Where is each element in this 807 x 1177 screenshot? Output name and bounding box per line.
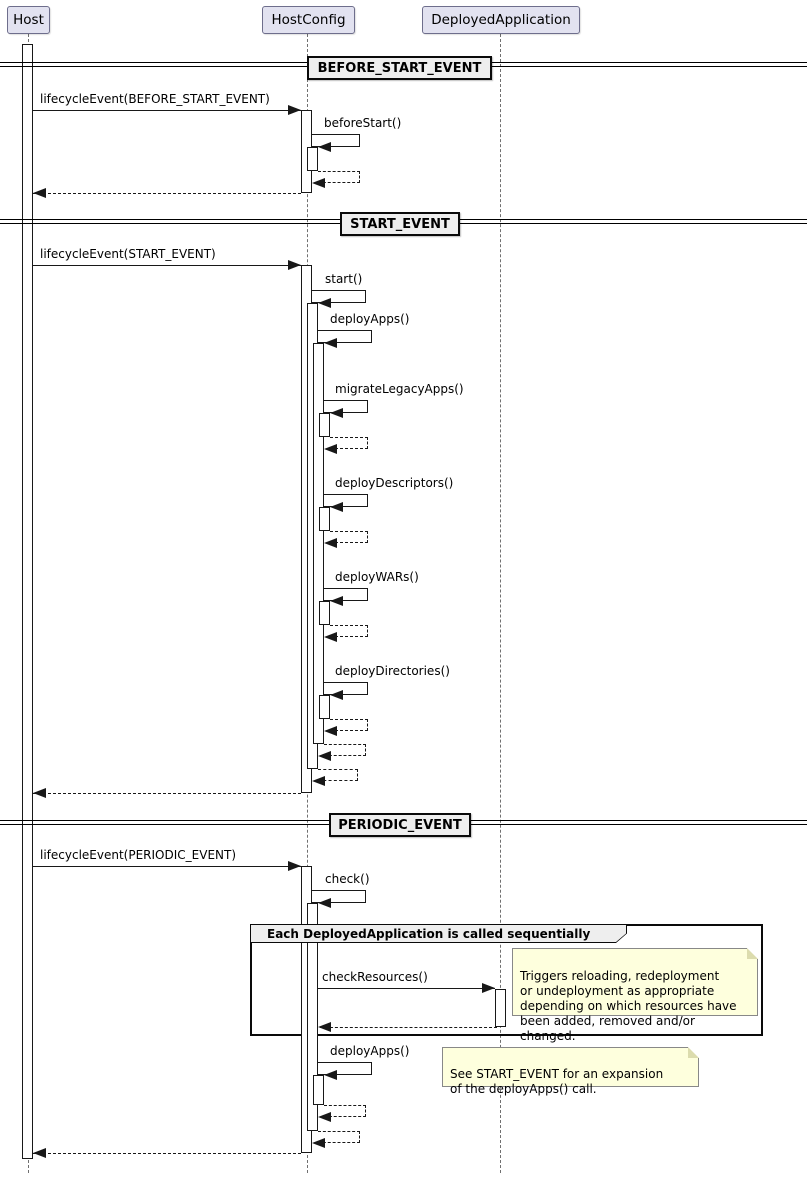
arrowhead (330, 596, 343, 606)
group-label: Each DeployedApplication is called seque… (251, 925, 626, 942)
message-label-deploydirectories: deployDirectories() (335, 664, 450, 678)
note-deployapps: See START_EVENT for an expansion of the … (442, 1047, 699, 1096)
message-label-start: start() (325, 272, 363, 286)
activation-deployapps (313, 343, 324, 744)
message-lifecycle-start (33, 265, 301, 266)
message-lifecycle-periodic (33, 866, 301, 867)
selfreturn-beforestart (318, 171, 360, 183)
selfreturn-deployapps-periodic (324, 1105, 366, 1117)
message-label-lifecycle-start: lifecycleEvent(START_EVENT) (40, 247, 216, 261)
return-lifecycle-start (33, 793, 301, 794)
arrowhead (318, 298, 331, 308)
activation-migratelegacyapps (319, 413, 330, 437)
arrowhead (288, 260, 301, 270)
arrowhead (288, 861, 301, 871)
message-label-check: check() (325, 872, 370, 886)
activation-host (22, 44, 33, 1159)
arrowhead (33, 1148, 46, 1158)
arrowhead (318, 1022, 331, 1032)
arrowhead (312, 1138, 325, 1148)
message-lifecycle-before-start (33, 110, 301, 111)
selfcall-deploydescriptors (324, 494, 368, 507)
activation-deployapps-periodic (313, 1075, 324, 1105)
selfcall-start (312, 290, 366, 303)
arrowhead (33, 188, 46, 198)
arrowhead (324, 1070, 337, 1080)
selfcall-deployapps (318, 330, 372, 343)
note-deployapps-text: See START_EVENT for an expansion of the … (450, 1067, 664, 1096)
arrowhead (312, 178, 325, 188)
selfcall-migratelegacyapps (324, 400, 368, 413)
message-label-deploydescriptors: deployDescriptors() (335, 476, 454, 490)
message-label-lifecycle-periodic: lifecycleEvent(PERIODIC_EVENT) (40, 848, 237, 862)
divider-before-start-event: BEFORE_START_EVENT (307, 56, 492, 80)
arrowhead (324, 444, 337, 454)
arrowhead (324, 538, 337, 548)
arrowhead (288, 105, 301, 115)
selfreturn-deployapps (324, 744, 366, 756)
note-checkresources-text: Triggers reloading, redeployment or unde… (520, 969, 737, 1043)
selfreturn-migratelegacyapps (330, 437, 368, 449)
message-label-deployapps-periodic: deployApps() (330, 1044, 410, 1058)
participant-host: Host (7, 6, 50, 34)
message-checkresources (318, 988, 495, 989)
arrowhead (324, 632, 337, 642)
arrowhead (33, 788, 46, 798)
participant-hostconfig: HostConfig (262, 6, 355, 34)
activation-beforestart (307, 147, 318, 171)
activation-deploywars (319, 601, 330, 625)
message-label-deployapps: deployApps() (330, 312, 410, 326)
arrowhead (318, 751, 331, 761)
selfreturn-deploywars (330, 625, 368, 637)
selfreturn-deploydirectories (330, 719, 368, 731)
divider-periodic-event: PERIODIC_EVENT (329, 813, 471, 837)
lifeline-deployedapplication (500, 34, 501, 1173)
note-checkresources: Triggers reloading, redeployment or unde… (512, 948, 758, 1043)
arrowhead (324, 338, 337, 348)
arrowhead (330, 690, 343, 700)
note-fold-icon (688, 1047, 699, 1058)
return-lifecycle-periodic (33, 1153, 301, 1154)
activation-deploydirectories (319, 695, 330, 719)
selfreturn-start (318, 769, 358, 781)
selfcall-check (312, 890, 366, 903)
divider-start-event: START_EVENT (340, 212, 460, 236)
arrowhead (318, 142, 331, 152)
selfcall-beforestart (312, 134, 360, 147)
note-fold-icon (747, 948, 758, 959)
selfreturn-check (318, 1131, 360, 1143)
arrowhead (312, 776, 325, 786)
message-label-beforestart: beforeStart() (324, 116, 402, 130)
activation-deploydescriptors (319, 507, 330, 531)
return-checkresources (320, 1027, 497, 1028)
group-header: Each DeployedApplication is called seque… (250, 924, 627, 943)
activation-deployedapplication (495, 989, 506, 1027)
return-lifecycle-before-start (33, 193, 301, 194)
arrowhead (330, 408, 343, 418)
arrowhead (330, 502, 343, 512)
message-label-migratelegacyapps: migrateLegacyApps() (335, 382, 464, 396)
selfcall-deployapps-periodic (318, 1062, 372, 1075)
selfcall-deploywars (324, 588, 368, 601)
selfreturn-deploydescriptors (330, 531, 368, 543)
arrowhead (318, 1112, 331, 1122)
selfcall-deploydirectories (324, 682, 368, 695)
participant-deployedapplication: DeployedApplication (422, 6, 580, 34)
arrowhead (324, 726, 337, 736)
arrowhead (318, 898, 331, 908)
arrowhead (482, 983, 495, 993)
message-label-checkresources: checkResources() (322, 970, 428, 984)
message-label-deploywars: deployWARs() (335, 570, 419, 584)
activation-check (307, 903, 318, 1131)
message-label-lifecycle-before-start: lifecycleEvent(BEFORE_START_EVENT) (40, 92, 270, 106)
